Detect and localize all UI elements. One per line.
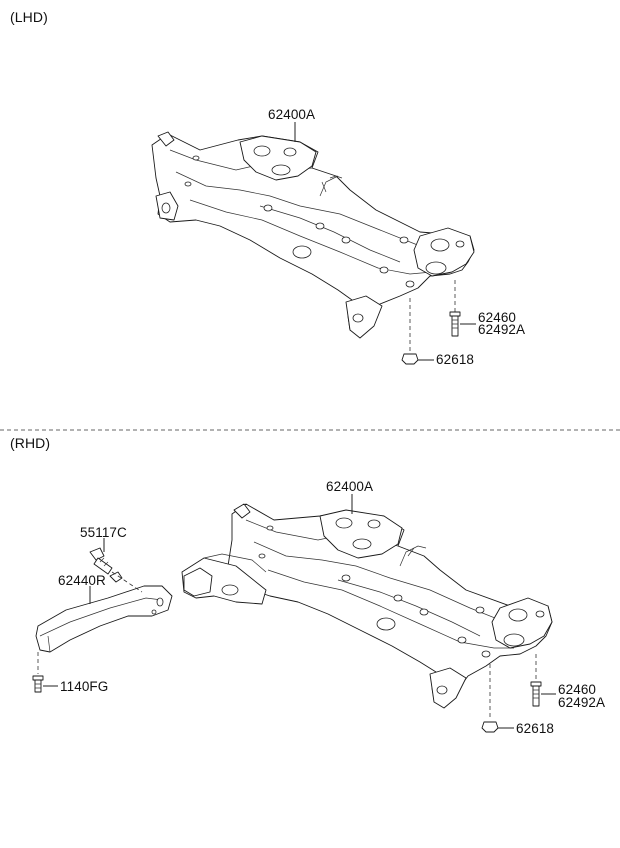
lhd-nut-label: 62618 bbox=[436, 352, 475, 367]
lhd-crossmember-label: 62400A bbox=[268, 107, 316, 122]
lhd-bolt-label-1: 62460 bbox=[478, 310, 517, 325]
rhd-bolt-label-1: 62460 bbox=[558, 682, 597, 697]
rhd-bracket-label: 62440R bbox=[58, 573, 106, 588]
lhd-section-label: (LHD) bbox=[10, 9, 48, 25]
rhd-nut-label: 62618 bbox=[516, 721, 555, 736]
rhd-bolt-55117C bbox=[89, 547, 143, 593]
rhd-crossmember-label: 62400A bbox=[326, 479, 374, 494]
rhd-bolt-label-2: 62492A bbox=[558, 695, 606, 710]
lhd-crossmember bbox=[151, 131, 475, 339]
rhd-bracket-bolt-label: 55117C bbox=[80, 525, 127, 540]
rhd-bracket-62440R bbox=[35, 571, 173, 653]
rhd-bolt-1140FG bbox=[32, 652, 44, 693]
rhd-small-bolt-label: 1140FG bbox=[60, 679, 109, 694]
rhd-bolt-62460 bbox=[530, 654, 542, 707]
rhd-crossmember bbox=[181, 503, 553, 709]
lhd-bolt-62460 bbox=[449, 280, 461, 337]
lhd-nut-62618 bbox=[401, 298, 419, 365]
rhd-nut-62618 bbox=[481, 664, 499, 733]
lhd-bolt-label-2: 62492A bbox=[478, 322, 526, 337]
rhd-section-label: (RHD) bbox=[10, 435, 51, 451]
